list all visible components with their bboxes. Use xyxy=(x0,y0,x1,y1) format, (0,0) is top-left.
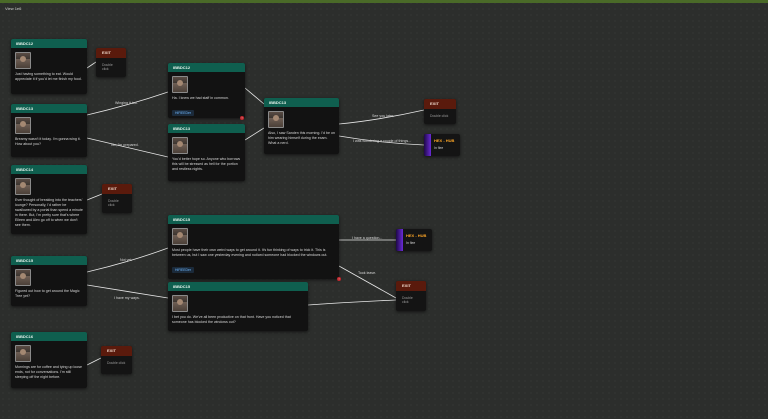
avatar xyxy=(15,345,31,362)
wire-label: Took leave. xyxy=(358,271,377,275)
dialogue-node[interactable]: IBBDC16 Mornings are for coffee and tyin… xyxy=(11,332,87,388)
wire-n4-n10 xyxy=(86,284,169,299)
dialogue-node[interactable]: IBBDC14 Ever thought of breaking into th… xyxy=(11,165,87,234)
exit-hint: Double click xyxy=(402,296,413,304)
error-badge: ! xyxy=(240,116,244,120)
node-id: IBBDC12 xyxy=(168,63,245,72)
top-bar xyxy=(0,0,768,3)
wire-n2-n6 xyxy=(86,91,169,116)
avatar xyxy=(268,111,284,128)
node-text: Breamy wasn't it today. I'm gonna wing i… xyxy=(15,137,81,146)
node-id: IBBDC13 xyxy=(168,124,245,133)
wire-n10-e4 xyxy=(307,299,397,306)
exit-node[interactable]: EXIT Double click xyxy=(424,99,456,124)
node-id: IBBDC16 xyxy=(11,332,87,341)
avatar xyxy=(172,76,188,93)
wire-n9-e4 xyxy=(338,265,397,299)
dialogue-node[interactable]: IBBDC15 I bet you do. We've all been pro… xyxy=(168,282,308,331)
exit-hint: Double click xyxy=(107,361,126,365)
error-badge: ! xyxy=(337,277,341,281)
wire-n7-n8 xyxy=(244,127,265,141)
exit-label: EXIT xyxy=(102,184,132,194)
wire-label: See you later. xyxy=(372,114,394,118)
hub-subtitle: In flee xyxy=(406,241,416,245)
exit-node[interactable]: EXIT Double click xyxy=(102,184,132,213)
wire-n8-h1 xyxy=(338,135,425,146)
node-text: Mornings are for coffee and tying up loo… xyxy=(15,365,83,379)
wire-label: I have my ways. xyxy=(114,296,140,300)
node-text: I bet you do. We've all been productive … xyxy=(172,315,291,324)
wire-label: No, I'm prepared. xyxy=(111,143,139,147)
wire-n1-e1 xyxy=(86,61,97,69)
hub-stripe xyxy=(424,134,431,156)
exit-hint: Double click xyxy=(102,63,113,71)
wire-n6-n8 xyxy=(244,87,265,105)
wire-label: I was wondering a couple of things... xyxy=(353,139,412,143)
wire-n8-e2 xyxy=(338,109,425,125)
node-id: IBBDC13 xyxy=(264,98,339,107)
exit-label: EXIT xyxy=(424,99,456,109)
wire-n5-e5 xyxy=(86,357,102,366)
avatar xyxy=(172,295,188,312)
node-id: IBBDC15 xyxy=(168,282,308,291)
avatar xyxy=(15,269,31,286)
dialogue-node[interactable]: IBBDC13 You'd better hope so. Anyone who… xyxy=(168,124,245,181)
wire-n4-n9 xyxy=(86,247,169,273)
node-text: Ever thought of breaking into the teache… xyxy=(15,198,83,227)
hub-node[interactable]: HEX - HUB In flee xyxy=(424,134,460,156)
exit-hint: Double click xyxy=(108,199,119,207)
node-text: Figured out how to get around the Magic … xyxy=(15,289,80,298)
wire-n2-n7 xyxy=(86,137,169,158)
exit-node[interactable]: EXIT Double click xyxy=(96,48,126,77)
node-id: IBBDC15 xyxy=(168,215,339,224)
node-text: Just having something to eat. Would appr… xyxy=(15,72,82,81)
hub-node[interactable]: HEX - HUB In flee xyxy=(396,229,432,251)
avatar xyxy=(15,52,31,69)
hub-stripe xyxy=(396,229,403,251)
avatar xyxy=(172,228,188,245)
exit-label: EXIT xyxy=(96,48,126,58)
dialogue-node[interactable]: IBBDC12 Ha. I knew we had staff in commo… xyxy=(168,63,245,118)
node-id: IBBDC15 xyxy=(11,256,87,265)
node-id: IBBDC14 xyxy=(11,165,87,174)
avatar xyxy=(15,117,31,134)
dialogue-node[interactable]: IBBDC15 Most people have their own weird… xyxy=(168,215,339,279)
exit-hint: Double click xyxy=(430,114,449,118)
dialogue-node[interactable]: IBBDC13 Breamy wasn't it today. I'm gonn… xyxy=(11,104,87,157)
node-text: Most people have their own weird ways to… xyxy=(172,248,328,257)
dialogue-node[interactable]: IBBDC13 Also, I saw Sanden this morning.… xyxy=(264,98,339,154)
condition-tag: HiFlEEDer xyxy=(172,110,195,116)
wire-n3-e3 xyxy=(86,193,103,201)
exit-label: EXIT xyxy=(101,346,132,356)
exit-label: EXIT xyxy=(396,281,426,291)
dialogue-node[interactable]: IBBDC15 Figured out how to get around th… xyxy=(11,256,87,306)
avatar xyxy=(15,178,31,195)
hub-subtitle: In flee xyxy=(434,146,444,150)
hub-title: HEX - HUB xyxy=(406,233,427,238)
hub-title: HEX - HUB xyxy=(434,138,455,143)
exit-node[interactable]: EXIT Double click xyxy=(396,281,426,311)
dialogue-node[interactable]: IBBDC12 Just having something to eat. Wo… xyxy=(11,39,87,94)
wire-label: I have a question... xyxy=(352,236,383,240)
wire-label: Winging it too. xyxy=(115,101,138,105)
node-id: IBBDC12 xyxy=(11,39,87,48)
avatar xyxy=(172,137,188,154)
node-text: Also, I saw Sanden this morning. I'd be … xyxy=(268,131,336,145)
condition-tag: HiFlEEDer xyxy=(172,267,195,273)
node-text: Ha. I knew we had staff in common. xyxy=(172,96,229,100)
wire-label: Not yet. xyxy=(120,258,133,262)
node-text: You'd better hope so. Anyone who borrows… xyxy=(172,157,241,171)
exit-node[interactable]: EXIT Double click xyxy=(101,346,132,374)
view-title: View 1e6 xyxy=(5,6,22,11)
node-id: IBBDC13 xyxy=(11,104,87,113)
